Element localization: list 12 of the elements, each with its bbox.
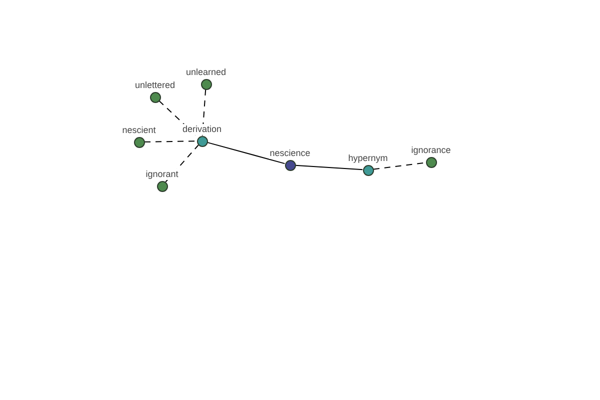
node-label: nescient	[121, 124, 157, 136]
node-label: derivation	[181, 124, 223, 134]
dashed-link-line	[202, 88, 206, 136]
node-label: unlettered	[134, 80, 176, 90]
node-label: ignorance	[410, 144, 452, 156]
link-line	[206, 142, 286, 164]
dashed-link-line	[144, 140, 197, 142]
node-label: nescience	[268, 148, 312, 158]
node-label: ignorant	[144, 168, 180, 180]
node-label: hypernym	[347, 152, 389, 164]
link-line	[295, 164, 363, 170]
node-label: unlearned	[184, 66, 228, 78]
